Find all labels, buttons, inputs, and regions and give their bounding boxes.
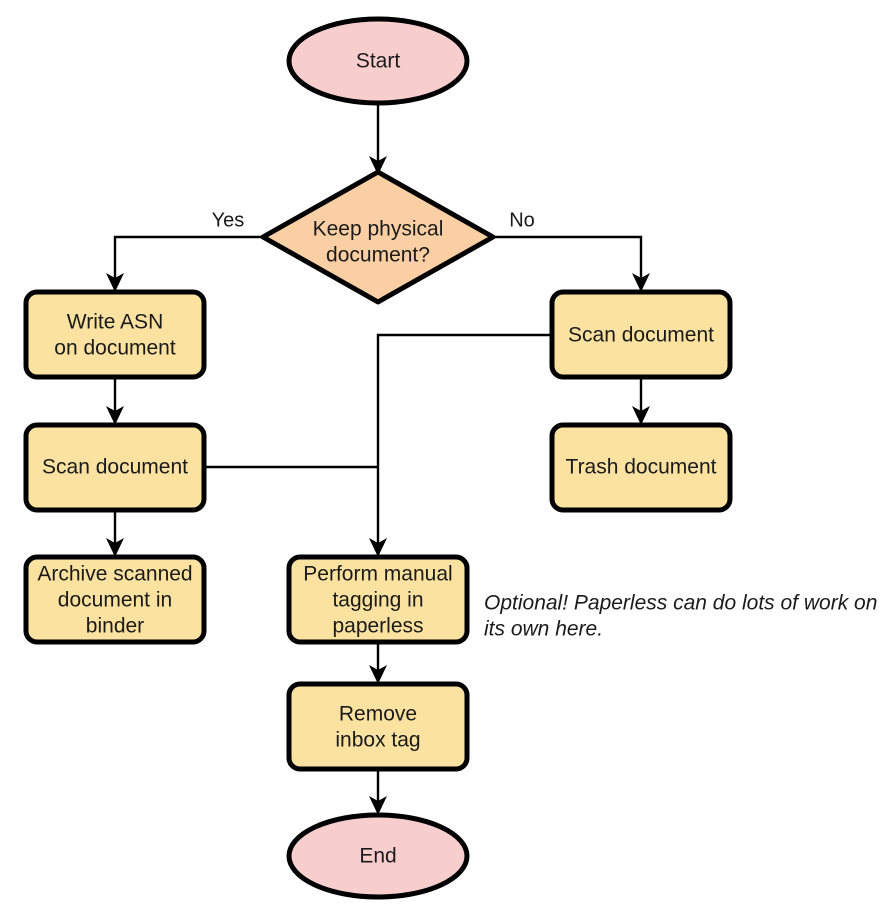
decision-diamond (260, 169, 496, 305)
manual-tagging-label-line-1: Perform manual (303, 563, 452, 586)
scan-document-right-box (549, 289, 733, 380)
node-end[interactable]: End (286, 812, 470, 900)
decision-label-line-2: document? (326, 244, 430, 267)
node-start[interactable]: Start (286, 16, 470, 106)
scan-document-left-box (23, 422, 207, 513)
archive-binder-label-line-1: Archive scanned (37, 563, 192, 586)
remove-inbox-tag-label-line-1: Remove (339, 703, 417, 726)
edge-asn-to-scan (106, 377, 124, 425)
node-keep-physical-decision[interactable]: Keep physical document? (260, 169, 496, 305)
trash-document-label: Trash document (566, 456, 717, 479)
remove-inbox-tag-label-line-2: inbox tag (335, 729, 420, 752)
manual-tagging-box (286, 554, 470, 645)
end-label: End (359, 845, 396, 868)
edge-scan-right-to-trash (632, 377, 650, 425)
node-trash-document[interactable]: Trash document (549, 422, 733, 513)
start-ellipse (286, 16, 470, 106)
node-scan-document-left[interactable]: Scan document (23, 422, 207, 513)
edge-label-yes: Yes (212, 209, 245, 231)
end-ellipse (286, 812, 470, 900)
edge-label-no: No (509, 209, 535, 231)
edge-start-to-decision (369, 103, 387, 175)
write-asn-label-line-2: on document (54, 337, 176, 360)
edge-scan-left-to-archive (106, 510, 124, 557)
remove-inbox-tag-box (286, 681, 470, 772)
node-scan-document-right[interactable]: Scan document (549, 289, 733, 380)
manual-tagging-label-line-2: tagging in (332, 589, 423, 612)
edge-tagging-to-remove (369, 642, 387, 684)
write-asn-box (23, 289, 207, 380)
scan-document-left-label: Scan document (42, 456, 188, 479)
node-archive-binder[interactable]: Archive scanned document in binder (23, 554, 207, 645)
archive-binder-label-line-3: binder (86, 615, 144, 638)
optional-note-line-1: Optional! Paperless can do lots of work … (484, 592, 877, 615)
edge-remove-to-end (369, 769, 387, 815)
optional-note-line-2: its own here. (484, 618, 603, 641)
start-label: Start (356, 50, 401, 73)
edge-decision-yes: Yes (106, 209, 263, 292)
archive-binder-box (23, 554, 207, 645)
edge-decision-no: No (493, 209, 650, 292)
annotation-optional-note: Optional! Paperless can do lots of work … (484, 592, 877, 641)
trash-document-box (549, 422, 733, 513)
edges-layer: Yes No (106, 103, 650, 815)
edge-scan-right-to-tagging (369, 333, 552, 557)
node-remove-inbox-tag[interactable]: Remove inbox tag (286, 681, 470, 772)
node-write-asn[interactable]: Write ASN on document (23, 289, 207, 380)
node-manual-tagging[interactable]: Perform manual tagging in paperless (286, 554, 470, 645)
scan-document-right-label: Scan document (568, 324, 714, 347)
write-asn-label-line-1: Write ASN (67, 311, 163, 334)
archive-binder-label-line-2: document in (58, 589, 172, 612)
manual-tagging-label-line-3: paperless (332, 615, 423, 638)
decision-label-line-1: Keep physical (313, 218, 444, 241)
